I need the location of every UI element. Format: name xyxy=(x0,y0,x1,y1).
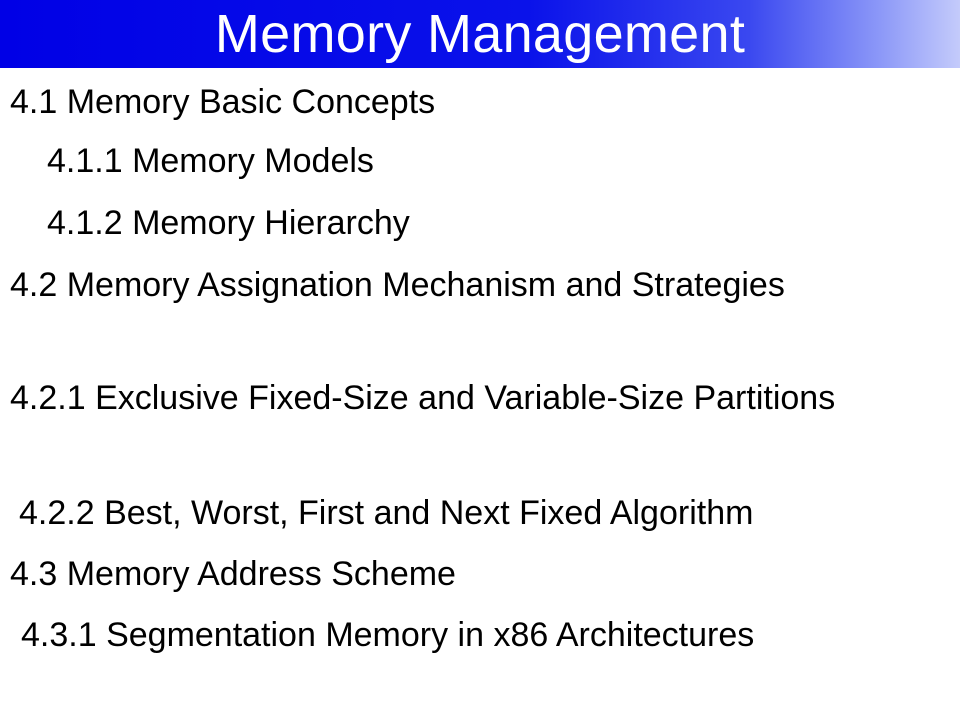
outline-item-4-1-1: 4.1.1 Memory Models xyxy=(47,142,374,180)
outline-item-4-1: 4.1 Memory Basic Concepts xyxy=(10,83,436,121)
outline-item-4-3-1: 4.3.1 Segmentation Memory in x86 Archite… xyxy=(21,616,755,654)
outline-item-4-2-1: 4.2.1 Exclusive Fixed-Size and Variable-… xyxy=(10,379,836,417)
outline-item-4-3: 4.3 Memory Address Scheme xyxy=(10,555,456,593)
outline-item-4-2-2: 4.2.2 Best, Worst, First and Next Fixed … xyxy=(19,494,754,532)
outline-item-4-2: 4.2 Memory Assignation Mechanism and Str… xyxy=(10,266,785,304)
slide-title: Memory Management xyxy=(214,4,746,64)
outline-item-4-1-2: 4.1.2 Memory Hierarchy xyxy=(47,204,410,242)
title-bar: Memory Management xyxy=(0,0,960,68)
